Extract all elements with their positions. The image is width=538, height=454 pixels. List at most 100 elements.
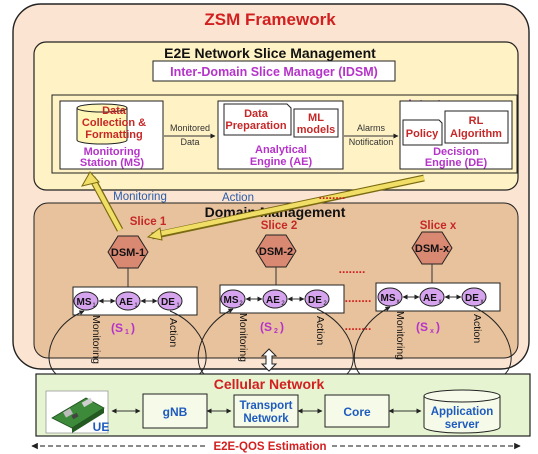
svg-text:AE: AE bbox=[119, 297, 133, 308]
cellular-title: Cellular Network bbox=[214, 376, 325, 392]
de-x-node bbox=[461, 287, 487, 307]
action-label: Action bbox=[222, 192, 254, 204]
ae-2-node bbox=[262, 289, 288, 309]
svg-text:1: 1 bbox=[134, 303, 138, 309]
de-1-node bbox=[157, 291, 183, 311]
dsm-x-label: DSM-x bbox=[415, 243, 450, 255]
ue-label: UE bbox=[93, 420, 110, 434]
transport-line1: Transport bbox=[239, 400, 292, 412]
svg-text:x: x bbox=[397, 299, 400, 305]
idsm-box bbox=[152, 60, 396, 82]
gnb-label: gNB bbox=[163, 405, 188, 419]
dsm-2-hexagon bbox=[255, 234, 297, 268]
dots-loops: ........ bbox=[345, 291, 372, 305]
rl-algorithm-box bbox=[444, 110, 509, 144]
svg-text:AE: AE bbox=[423, 293, 437, 304]
e2e-title: E2E Network Slice Management bbox=[164, 45, 376, 61]
svg-text:(S: (S bbox=[111, 321, 123, 335]
svg-text:DE: DE bbox=[465, 293, 479, 304]
slice-x: Slice x DSM-x MS x AE x DE x (S x ) bbox=[375, 220, 501, 335]
transport-line2: Network bbox=[243, 413, 289, 425]
slice-x-label: Slice x bbox=[420, 220, 457, 232]
svg-text:DE: DE bbox=[161, 297, 175, 308]
ms-box-line3: Formatting bbox=[85, 129, 142, 141]
monitoring-vertical-1: Monitoring bbox=[90, 315, 102, 364]
action-vertical-2: Action bbox=[314, 316, 326, 345]
dsm-1-hexagon bbox=[107, 235, 149, 269]
ms-1-node bbox=[73, 291, 99, 311]
de-2-node bbox=[304, 289, 330, 309]
qos-label: E2E-QOS Estimation bbox=[213, 441, 326, 453]
svg-text:x: x bbox=[481, 299, 484, 305]
idsm-label: Inter-Domain Slice Manager (IDSM) bbox=[170, 65, 378, 79]
dsm-1-label: DSM-1 bbox=[111, 247, 145, 259]
ms-label-line1: Monitoring bbox=[84, 146, 141, 158]
svg-text:1: 1 bbox=[176, 303, 180, 309]
gnb-box bbox=[142, 393, 208, 429]
data-preparation-box bbox=[223, 103, 292, 136]
rl-line1: RL bbox=[469, 115, 484, 127]
monitoring-vertical-x: Monitoring bbox=[394, 311, 406, 360]
raspberry-pi-icon bbox=[45, 390, 109, 434]
double-arrow-icon bbox=[260, 348, 278, 372]
ms-box-line2: Collection & bbox=[82, 117, 146, 129]
ae-1-node bbox=[115, 291, 141, 311]
svg-text:(S: (S bbox=[260, 320, 272, 334]
monitoring-label: Monitoring bbox=[113, 191, 167, 203]
loop-frame bbox=[51, 94, 518, 174]
policy-box bbox=[402, 119, 443, 146]
svg-text:2: 2 bbox=[239, 301, 243, 307]
svg-text:1: 1 bbox=[92, 303, 96, 309]
slice-2: Slice 2 DSM-2 MS 2 AE 2 DE 2 (S 2 ) bbox=[219, 220, 345, 335]
core-label: Core bbox=[343, 405, 371, 419]
action-vertical-1: Action bbox=[167, 318, 179, 347]
app-server-line2: server bbox=[445, 419, 480, 431]
data-prep-line1: Data bbox=[244, 108, 269, 120]
de-label-line1: Decision bbox=[433, 146, 479, 158]
monitored-data-line2: Data bbox=[180, 137, 199, 147]
svg-text:MS: MS bbox=[381, 293, 396, 304]
svg-text:): ) bbox=[131, 321, 135, 335]
dsm-x-hexagon bbox=[411, 231, 453, 265]
alarms-line2: Notification bbox=[349, 137, 394, 147]
svg-text:2: 2 bbox=[281, 301, 285, 307]
svg-text:): ) bbox=[436, 320, 440, 334]
monitoring-thick-arrow bbox=[92, 180, 122, 232]
dots-s: ........ bbox=[345, 319, 372, 333]
slice-2-label: Slice 2 bbox=[261, 220, 297, 232]
action-thick-arrow bbox=[157, 175, 425, 237]
slice-1-label: Slice 1 bbox=[130, 216, 167, 228]
svg-text:x: x bbox=[439, 299, 442, 305]
monitoring-vertical-2: Monitoring bbox=[237, 313, 249, 362]
rl-line2: Algorithm bbox=[450, 128, 502, 140]
svg-text:AE: AE bbox=[266, 295, 280, 306]
ml-line2: models bbox=[297, 124, 336, 136]
svg-text:MS: MS bbox=[77, 297, 92, 308]
ms-box-line1: Data bbox=[102, 105, 127, 117]
svg-text:x: x bbox=[430, 328, 434, 335]
action-vertical-x: Action bbox=[471, 314, 483, 343]
zsm-title: ZSM Framework bbox=[204, 10, 336, 29]
ms-label-line2: Station (MS) bbox=[80, 157, 144, 169]
svg-text:2: 2 bbox=[274, 328, 278, 335]
ms-x-node bbox=[377, 287, 403, 307]
de-label-line2: Engine (DE) bbox=[425, 157, 488, 169]
dots-top: ........ bbox=[319, 188, 346, 202]
svg-text:DE: DE bbox=[308, 295, 322, 306]
ae-label-line2: Engine (AE) bbox=[250, 156, 313, 168]
svg-text:1: 1 bbox=[125, 329, 129, 336]
transport-box bbox=[233, 394, 299, 428]
ae-label-line1: Analytical bbox=[255, 144, 307, 156]
ml-models-box bbox=[293, 108, 339, 138]
dsm-2-label: DSM-2 bbox=[259, 246, 293, 258]
monitored-data-line1: Monitored bbox=[170, 123, 210, 133]
policy-label: Policy bbox=[406, 128, 439, 140]
core-box bbox=[324, 394, 390, 428]
dots-slices: ........ bbox=[339, 262, 366, 276]
ms-2-node bbox=[220, 289, 246, 309]
ae-x-node bbox=[419, 287, 445, 307]
ml-line1: ML bbox=[308, 112, 324, 124]
database-cylinder bbox=[76, 108, 128, 145]
slice-1: Slice 1 DSM-1 MS 1 AE 1 DE 1 (S 1 ) bbox=[72, 216, 198, 336]
